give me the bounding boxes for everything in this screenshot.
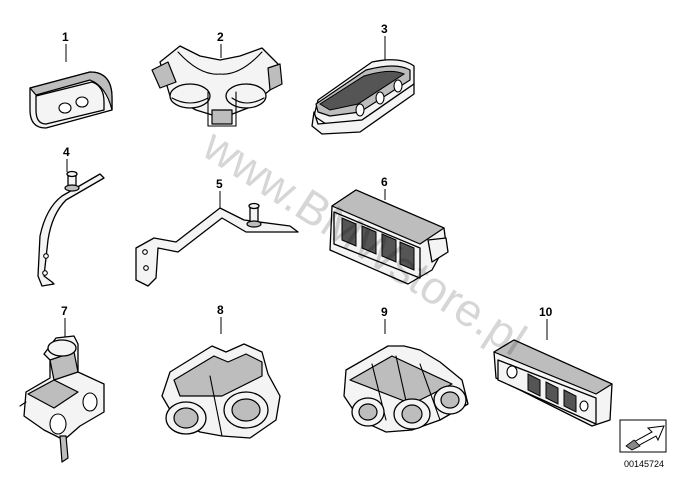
- callout-9: 9: [381, 305, 388, 319]
- callout-lines: [64, 36, 548, 340]
- arrow-down-left-icon[interactable]: [619, 419, 667, 453]
- part-2-cable-holder[interactable]: [151, 45, 283, 127]
- diagram-number: 00145724: [624, 459, 665, 469]
- callout-8: 8: [217, 303, 224, 317]
- callout-1: 1: [62, 30, 69, 44]
- callout-3: 3: [381, 22, 388, 36]
- callout-6: 6: [381, 175, 388, 189]
- part-5-bracket[interactable]: [135, 202, 299, 287]
- part-1-grommet[interactable]: [29, 71, 113, 129]
- callout-2: 2: [217, 30, 224, 44]
- part-10-connector-strip[interactable]: [493, 339, 613, 427]
- part-7-clamp[interactable]: [19, 335, 105, 463]
- callout-5: 5: [216, 177, 223, 191]
- part-4-bracket[interactable]: [37, 170, 105, 287]
- part-9-triple-clip[interactable]: [343, 345, 469, 433]
- part-6-connector-housing[interactable]: [329, 189, 449, 285]
- part-8-double-clip[interactable]: [161, 343, 281, 439]
- callout-10: 10: [539, 305, 553, 319]
- callout-7: 7: [61, 304, 68, 318]
- callout-4: 4: [63, 145, 70, 159]
- part-3-cable-channel[interactable]: [311, 59, 415, 135]
